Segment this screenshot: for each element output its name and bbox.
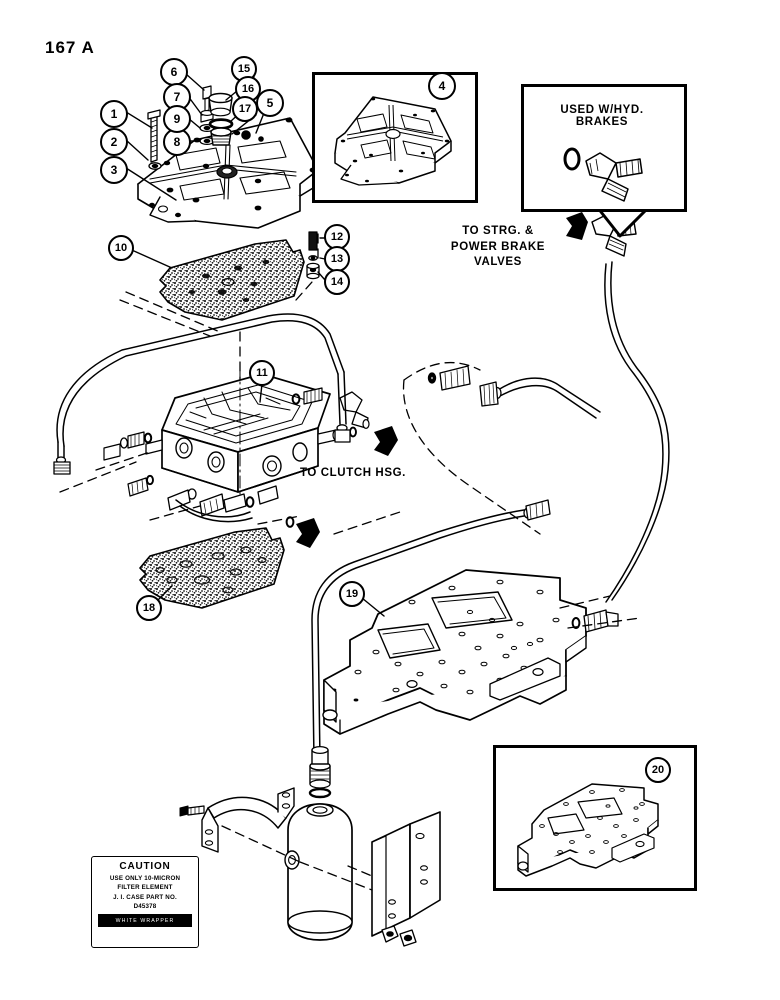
ball-5 [241, 130, 264, 142]
caution-title: CAUTION [119, 861, 171, 872]
oring-16 [208, 118, 234, 130]
tube-to-filter [311, 499, 551, 761]
lower-housing-inset [493, 745, 697, 891]
label-to-clutch-hsg: TO CLUTCH HSG. [300, 467, 406, 479]
label-to-strg-power-brake-valves: TO STRG. & POWER BRAKE VALVES [438, 224, 558, 271]
callout-8: 8 [163, 128, 191, 156]
callout-9: 9 [163, 105, 191, 133]
phantom-lines [59, 231, 641, 891]
caution-line-3: J. I. CASE PART NO. [113, 893, 177, 901]
long-bolt-1 [147, 109, 161, 163]
hyd-brakes-inset-title: USED W/HYD. BRAKES [560, 104, 644, 128]
part-13 [308, 255, 318, 261]
gasket-18 [139, 527, 285, 609]
callout-6: 6 [160, 58, 188, 86]
flow-arrows [296, 212, 588, 548]
callout-20: 20 [645, 757, 671, 783]
caution-line-2: FILTER ELEMENT [117, 884, 173, 891]
tube-upper-left [53, 313, 345, 475]
caution-decal: CAUTION USE ONLY 10-MICRON FILTER ELEMEN… [91, 856, 199, 948]
tube-valve-to-fitting [334, 371, 351, 443]
hyd-brakes-inset-art [563, 147, 643, 202]
callout-4: 4 [428, 72, 456, 100]
valve-body-11 [145, 365, 340, 501]
callout-18: 18 [136, 595, 162, 621]
housing-port-fitting [571, 609, 619, 633]
lower-housing-inset-art [517, 783, 659, 877]
washer-2 [148, 162, 162, 170]
callout-1: 1 [100, 100, 128, 128]
label-line-1: TO STRG. & [462, 225, 534, 237]
label-line-2: POWER BRAKE [450, 240, 546, 253]
callout-2: 2 [100, 128, 128, 156]
callout-14: 14 [324, 269, 350, 295]
cover-plate-inset-art [334, 96, 452, 186]
hyd-brakes-inset [521, 84, 687, 212]
callout-10: 10 [108, 235, 134, 261]
fittings-above-gasket-18 [167, 485, 295, 528]
part-12 [308, 231, 318, 251]
lower-housing-19 [322, 569, 587, 735]
callout-11: 11 [249, 360, 275, 386]
caution-part-number: D45378 [133, 903, 157, 910]
caution-line-1: USE ONLY 10-MICRON [109, 874, 181, 882]
plug-15 [208, 92, 233, 117]
label-line-3: VALVES [474, 256, 522, 269]
page-number: 167 A [45, 38, 95, 57]
valve-fittings-cluster [103, 387, 323, 497]
part-14 [306, 262, 320, 280]
gasket-10 [159, 239, 305, 321]
right-plumbing [427, 261, 670, 603]
filter-assembly [179, 745, 441, 947]
callout-19: 19 [339, 581, 365, 607]
caution-band: WHITE WRAPPER [98, 914, 192, 927]
callout-3: 3 [100, 156, 128, 184]
hardware-6 [202, 85, 212, 112]
callout-17: 17 [232, 96, 258, 122]
retainer-17 [210, 127, 232, 146]
